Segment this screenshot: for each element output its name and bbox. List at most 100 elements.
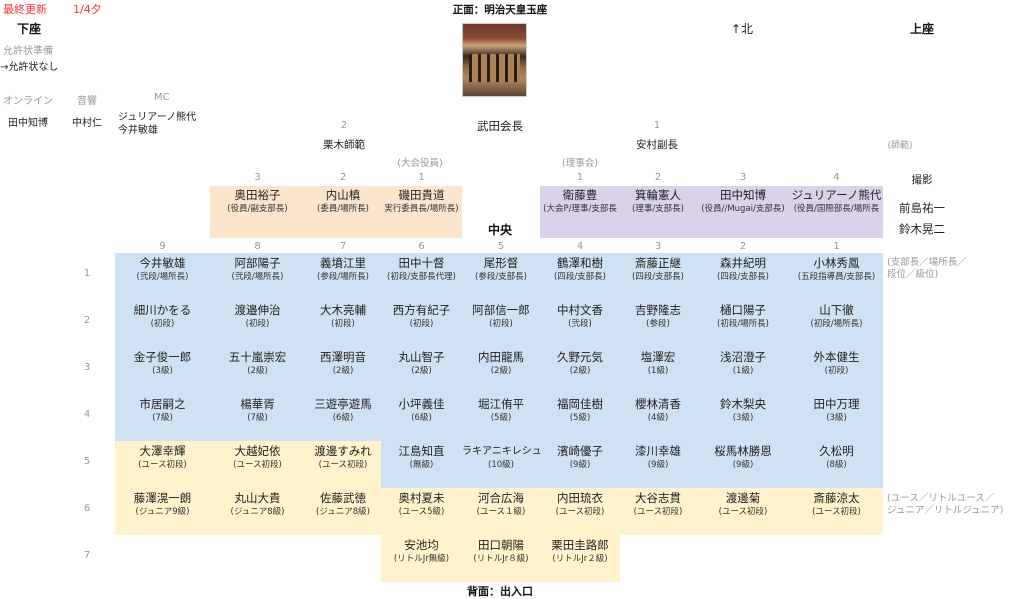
- empty-seat: [696, 535, 790, 582]
- column-number: 3: [654, 241, 662, 252]
- seat-name: 内田龍馬: [478, 350, 524, 364]
- seat: 細川かをる(初段): [115, 300, 210, 347]
- seat: 堀江侑平(5級): [462, 394, 540, 441]
- north-indicator: ↑北: [730, 22, 754, 36]
- seat-rank: (無級): [409, 460, 434, 470]
- seat-name: 藤澤滉一朗: [133, 491, 192, 505]
- lower-seat-label: 下座: [17, 22, 42, 36]
- seat-rank: (ユース初段): [233, 460, 282, 470]
- board-name: 衛藤豊: [562, 188, 598, 202]
- row-number: 6: [83, 503, 91, 514]
- front-label: 正面：明治天皇玉座: [452, 4, 548, 16]
- seat-rank: (6級): [411, 413, 432, 423]
- seat-name: 西方有紀子: [392, 303, 451, 317]
- board-name: 箕輪憲人: [635, 188, 681, 202]
- seat: 渡邊すみれ(ユース初段): [305, 441, 381, 488]
- seat-name: ラキアニキレシュ: [462, 446, 542, 457]
- seat: 佐藤武徳(ジュニア8級): [305, 488, 381, 535]
- seat: 渡邉伸治(初段): [210, 300, 305, 347]
- seat-rank: (初段): [824, 366, 849, 376]
- seat-name: 三遊亭遊馬: [314, 397, 372, 411]
- seat-name: 小林秀鳳: [813, 256, 860, 270]
- license-none-label: →允許状なし: [0, 62, 59, 73]
- seat-name: 森井紀明: [720, 256, 766, 270]
- column-number: 9: [159, 241, 166, 252]
- seat-rank: (初段/場所長): [810, 319, 863, 329]
- shihan-note: (師範): [887, 141, 913, 151]
- seat: 大澤幸輝(ユース初段): [115, 441, 210, 488]
- seat-rank: (7級): [247, 413, 268, 423]
- photographer-1: 前島祐一: [899, 201, 945, 215]
- seat-rank: (ジュニア8級): [230, 507, 285, 517]
- seat-name: 漆川幸雄: [635, 444, 681, 458]
- row-number: 7: [83, 550, 91, 561]
- seat: 田中万理(3級): [790, 394, 883, 441]
- seat: 栗田圭路郎(リトルJr２級): [540, 535, 620, 582]
- seat-name: 市居嗣之: [139, 397, 186, 411]
- online-label: オンライン: [3, 96, 53, 107]
- seat-name: 斎藤正継: [635, 256, 681, 270]
- seat: 中村文香(弐段): [540, 300, 620, 347]
- youth-note-line: (ユース／リトルユース／: [887, 493, 995, 504]
- seat-rank: (四段/支部長): [717, 272, 769, 282]
- officials-seat-number: 2: [339, 172, 347, 183]
- seat: 内田龍馬(2級): [462, 347, 540, 394]
- board-seat-number: 2: [654, 172, 662, 183]
- seat-name: 大谷志貫: [635, 491, 681, 505]
- seat-rank: (2級): [247, 366, 268, 376]
- seat-rank: (リトルJr無級): [393, 554, 450, 564]
- seat: 五十嵐崇宏(2級): [210, 347, 305, 394]
- seat-name: 斎藤涼太: [813, 491, 860, 505]
- seat: 市居嗣之 (7級): [115, 394, 210, 441]
- board-name: 田中知博: [720, 188, 766, 202]
- seat-name: 吉野隆志: [635, 303, 681, 317]
- seat: 藤澤滉一朗(ジュニア9級): [115, 488, 210, 535]
- seat-rank: (リトルJr２級): [552, 554, 608, 564]
- seat-name: 鈴木梨央: [720, 397, 766, 411]
- seat: 桜馬林勝恩(9級): [696, 441, 790, 488]
- board-box: 衛藤豊(大会P/理事/支部長箕輪憲人(理事/支部長) 田中知博 (役員//Mugai…: [540, 186, 883, 238]
- seat-rank: (初段): [245, 319, 270, 329]
- seat-name: 江島知直: [398, 444, 445, 458]
- column-number: 6: [418, 241, 425, 252]
- seat-name: 丸山大貴: [234, 491, 281, 505]
- mc-staff-1: ジュリアーノ熊代: [118, 112, 197, 123]
- officials-seat-number: 1: [418, 172, 425, 183]
- seat-name: 河合広海: [478, 491, 524, 505]
- seat: 内田琉衣(ユース初段): [540, 488, 620, 535]
- seat-rank: (初段): [150, 319, 175, 329]
- youth-note-line: ジュニア／リトルジュニア): [887, 505, 1004, 516]
- board-seat: 箕輪憲人(理事/支部長): [620, 186, 696, 238]
- seat-name: 阿部陽子: [234, 256, 281, 270]
- seat-name: 外本健生: [813, 350, 860, 364]
- president: 武田会長: [477, 119, 523, 133]
- adult-note-line: 段位／級位): [887, 269, 939, 280]
- seat-name: 渡邊すみれ: [314, 444, 372, 458]
- photo-label: 撮影: [911, 174, 933, 186]
- youth-note: (ユース／リトルユース／ジュニア／リトルジュニア): [887, 493, 1003, 517]
- seat-rank: (初段): [489, 319, 513, 329]
- seat: 大越妃依(ユース初段): [210, 441, 305, 488]
- board-seat: 衛藤豊(大会P/理事/支部長: [540, 186, 620, 238]
- seat-rank: (2級): [569, 366, 591, 376]
- seat-rank: (参段/支部長): [475, 272, 527, 282]
- seat-rank: (9級): [647, 460, 669, 470]
- seat-name: 田中十督: [398, 256, 445, 270]
- column-number: 8: [254, 241, 261, 252]
- seat-rank: (五段指導員/支部長): [797, 272, 876, 282]
- row-number: 4: [83, 409, 91, 420]
- last-updated-label: 最終更新: [3, 3, 47, 16]
- seat-rank: (弐段): [568, 319, 592, 329]
- seat-rank: (初段): [331, 319, 355, 329]
- board-role: (役員//Mugai/支部長): [701, 204, 785, 214]
- empty-seat: [305, 535, 381, 582]
- vice-president: 安村副長: [636, 139, 678, 151]
- seat: 金子俊一郎(3級): [115, 347, 210, 394]
- seat-rank: (8級): [826, 460, 847, 470]
- board-seat: 田中知博 (役員//Mugai/支部長): [696, 186, 790, 238]
- officials-label: (大会役員): [397, 158, 443, 169]
- seat-rank: (7級): [152, 413, 173, 423]
- seat: 斎藤正継(四段/支部長): [620, 253, 696, 300]
- officials-seat-number: 3: [254, 172, 261, 183]
- seating-grid: 今井敏雄(弐段/場所長)阿部陽子(弐段/場所長)義墳江里(参段/場所長)田中十督…: [115, 253, 883, 582]
